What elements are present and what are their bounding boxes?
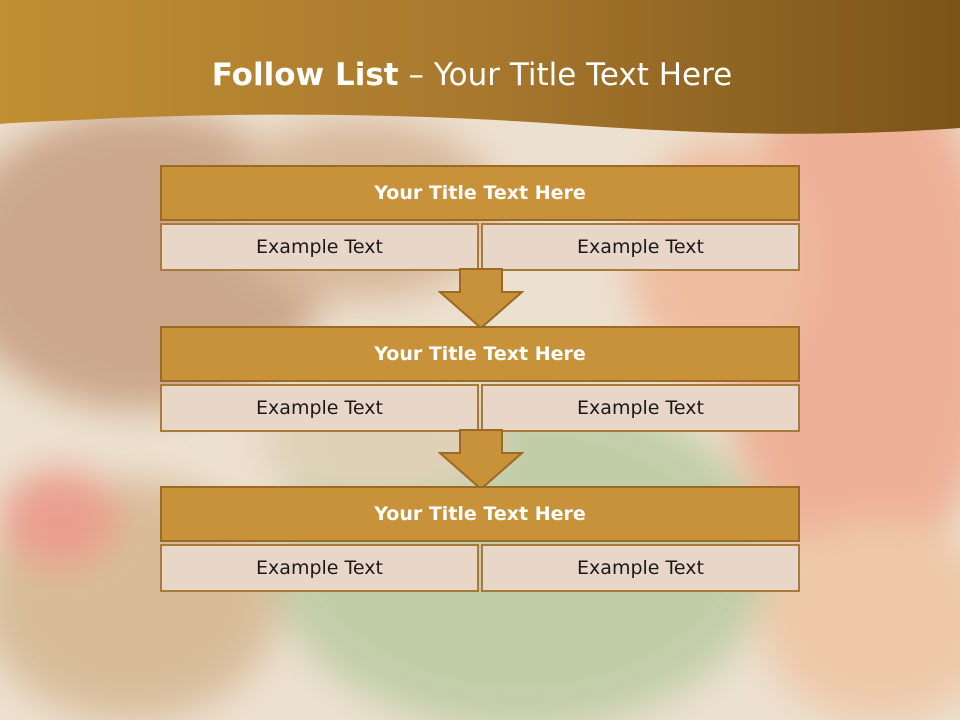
list-block-2: Your Title Text Here Example Text Exampl…	[160, 326, 800, 432]
block-row: Example Text Example Text	[160, 384, 800, 432]
block-title: Your Title Text Here	[160, 486, 800, 542]
block-cell-left: Example Text	[160, 544, 479, 592]
block-row: Example Text Example Text	[160, 223, 800, 271]
slide-title-bold: Follow List	[211, 57, 399, 93]
down-arrow-icon	[438, 268, 524, 330]
block-cell-right: Example Text	[481, 384, 800, 432]
down-arrow-icon	[438, 429, 524, 491]
slide-title-rest: – Your Title Text Here	[398, 57, 733, 93]
list-block-3: Your Title Text Here Example Text Exampl…	[160, 486, 800, 592]
block-title: Your Title Text Here	[160, 165, 800, 221]
list-block-1: Your Title Text Here Example Text Exampl…	[160, 165, 800, 271]
block-cell-left: Example Text	[160, 223, 479, 271]
block-title: Your Title Text Here	[160, 326, 800, 382]
slide-title: Follow List – Your Title Text Here	[0, 50, 944, 100]
block-cell-left: Example Text	[160, 384, 479, 432]
block-cell-right: Example Text	[481, 223, 800, 271]
block-row: Example Text Example Text	[160, 544, 800, 592]
block-cell-right: Example Text	[481, 544, 800, 592]
